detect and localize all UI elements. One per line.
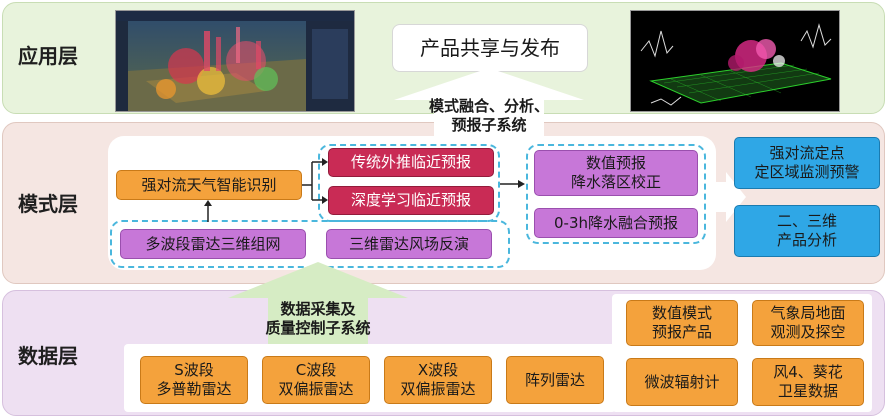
3d-radar-product-image [630,10,840,112]
c-band-radar-box: C波段 双偏振雷达 [262,356,370,404]
product-publish-box: 产品共享与发布 [392,24,588,72]
deep-learning-nowcast-box: 深度学习临近预报 [328,186,494,215]
fusion-forecast-box: 0-3h降水融合预报 [534,208,698,238]
nwp-group [526,144,706,244]
nwp-correction-box: 数值预报 降水落区校正 [534,150,698,196]
satellite-data-box: 风4、葵花 卫星数据 [752,358,864,406]
3d-map-graphic [116,11,354,111]
data-collection-label: 数据采集及 质量控制子系统 [265,300,371,337]
multi-band-network-box: 多波段雷达三维组网 [120,229,306,259]
wind-inversion-box: 三维雷达风场反演 [326,229,492,259]
monitoring-warning-box: 强对流定点 定区域监测预警 [734,137,880,189]
surface-observation-box: 气象局地面 观测及探空 [752,300,864,346]
fusion-subsystem-arrow [394,68,584,144]
fusion-subsystem-label: 模式融合、分析、 预报子系统 [428,97,549,134]
application-layer-label: 应用层 [18,44,78,68]
3d-map-screenshot [115,10,355,112]
data-collection-arrow [228,262,408,352]
analysis-box: 二、三维 产品分析 [734,205,880,257]
x-band-radar-box: X波段 双偏振雷达 [384,356,492,404]
s-band-radar-box: S波段 多普勒雷达 [140,356,248,404]
microwave-radiometer-box: 微波辐射计 [626,358,738,406]
array-radar-box: 阵列雷达 [506,356,604,404]
3d-radar-graphic [631,11,839,111]
traditional-nowcast-box: 传统外推临近预报 [328,148,494,177]
data-layer-label: 数据层 [18,344,78,368]
smart-identify-box: 强对流天气智能识别 [116,170,302,200]
nwp-products-box: 数值模式 预报产品 [626,300,738,346]
model-layer-label: 模式层 [18,192,78,216]
